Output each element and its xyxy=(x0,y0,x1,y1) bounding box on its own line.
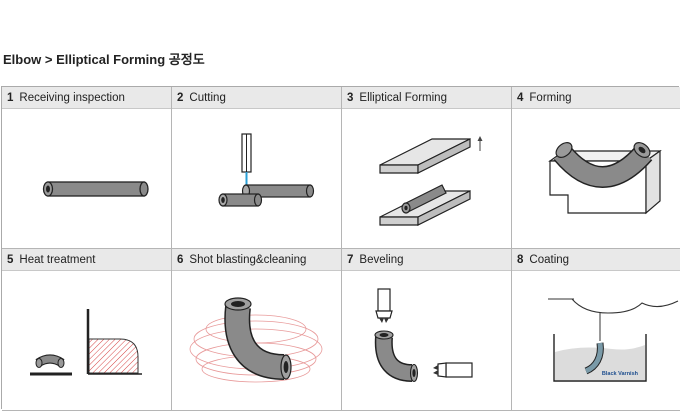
pipe-icon xyxy=(2,109,171,248)
process-diagram: 1 Receiving inspection 2 Cutting xyxy=(1,86,680,411)
step-3-number: 3 xyxy=(347,92,354,104)
step-1-label: Receiving inspection xyxy=(19,92,125,104)
cutting-laser-icon xyxy=(172,109,341,248)
step-7-label: Beveling xyxy=(359,254,404,266)
step-8-cell: 8 Coating Black Varnish xyxy=(512,249,680,411)
step-3-label: Elliptical Forming xyxy=(359,92,447,104)
step-4-number: 4 xyxy=(517,92,524,104)
black-varnish-label: Black Varnish xyxy=(602,371,639,377)
blasted-elbow-icon xyxy=(172,271,341,410)
step-2-cell: 2 Cutting xyxy=(172,87,342,249)
step-5-number: 5 xyxy=(7,254,14,266)
step-4-label: Forming xyxy=(529,92,572,104)
step-1-number: 1 xyxy=(7,92,14,104)
step-6-number: 6 xyxy=(177,254,184,266)
press-plates-icon xyxy=(342,109,511,248)
step-8-number: 8 xyxy=(517,254,524,266)
step-2-label: Cutting xyxy=(189,92,226,104)
step-6-cell: 6 Shot blasting&cleaning xyxy=(172,249,342,411)
step-8-label: Coating xyxy=(529,254,570,266)
forming-die-icon xyxy=(512,109,680,248)
step-4-header: 4 Forming xyxy=(512,87,680,109)
step-7-header: 7 Beveling xyxy=(342,249,511,271)
step-1-cell: 1 Receiving inspection xyxy=(2,87,172,249)
step-1-header: 1 Receiving inspection xyxy=(2,87,171,109)
step-2-header: 2 Cutting xyxy=(172,87,341,109)
step-4-cell: 4 Forming xyxy=(512,87,680,249)
step-3-header: 3 Elliptical Forming xyxy=(342,87,511,109)
furnace-icon xyxy=(2,271,171,410)
step-6-label: Shot blasting&cleaning xyxy=(189,254,307,266)
step-7-cell: 7 Beveling xyxy=(342,249,512,411)
step-5-cell: 5 Heat treatment xyxy=(2,249,172,411)
step-7-number: 7 xyxy=(347,254,354,266)
coating-bath-icon: Black Varnish xyxy=(512,271,680,410)
step-2-number: 2 xyxy=(177,92,184,104)
step-8-header: 8 Coating xyxy=(512,249,680,271)
beveling-tool-icon xyxy=(342,271,511,410)
step-3-cell: 3 Elliptical Forming xyxy=(342,87,512,249)
page-title: Elbow > Elliptical Forming 공정도 xyxy=(3,52,205,67)
step-6-header: 6 Shot blasting&cleaning xyxy=(172,249,341,271)
step-5-label: Heat treatment xyxy=(19,254,96,266)
step-5-header: 5 Heat treatment xyxy=(2,249,171,271)
